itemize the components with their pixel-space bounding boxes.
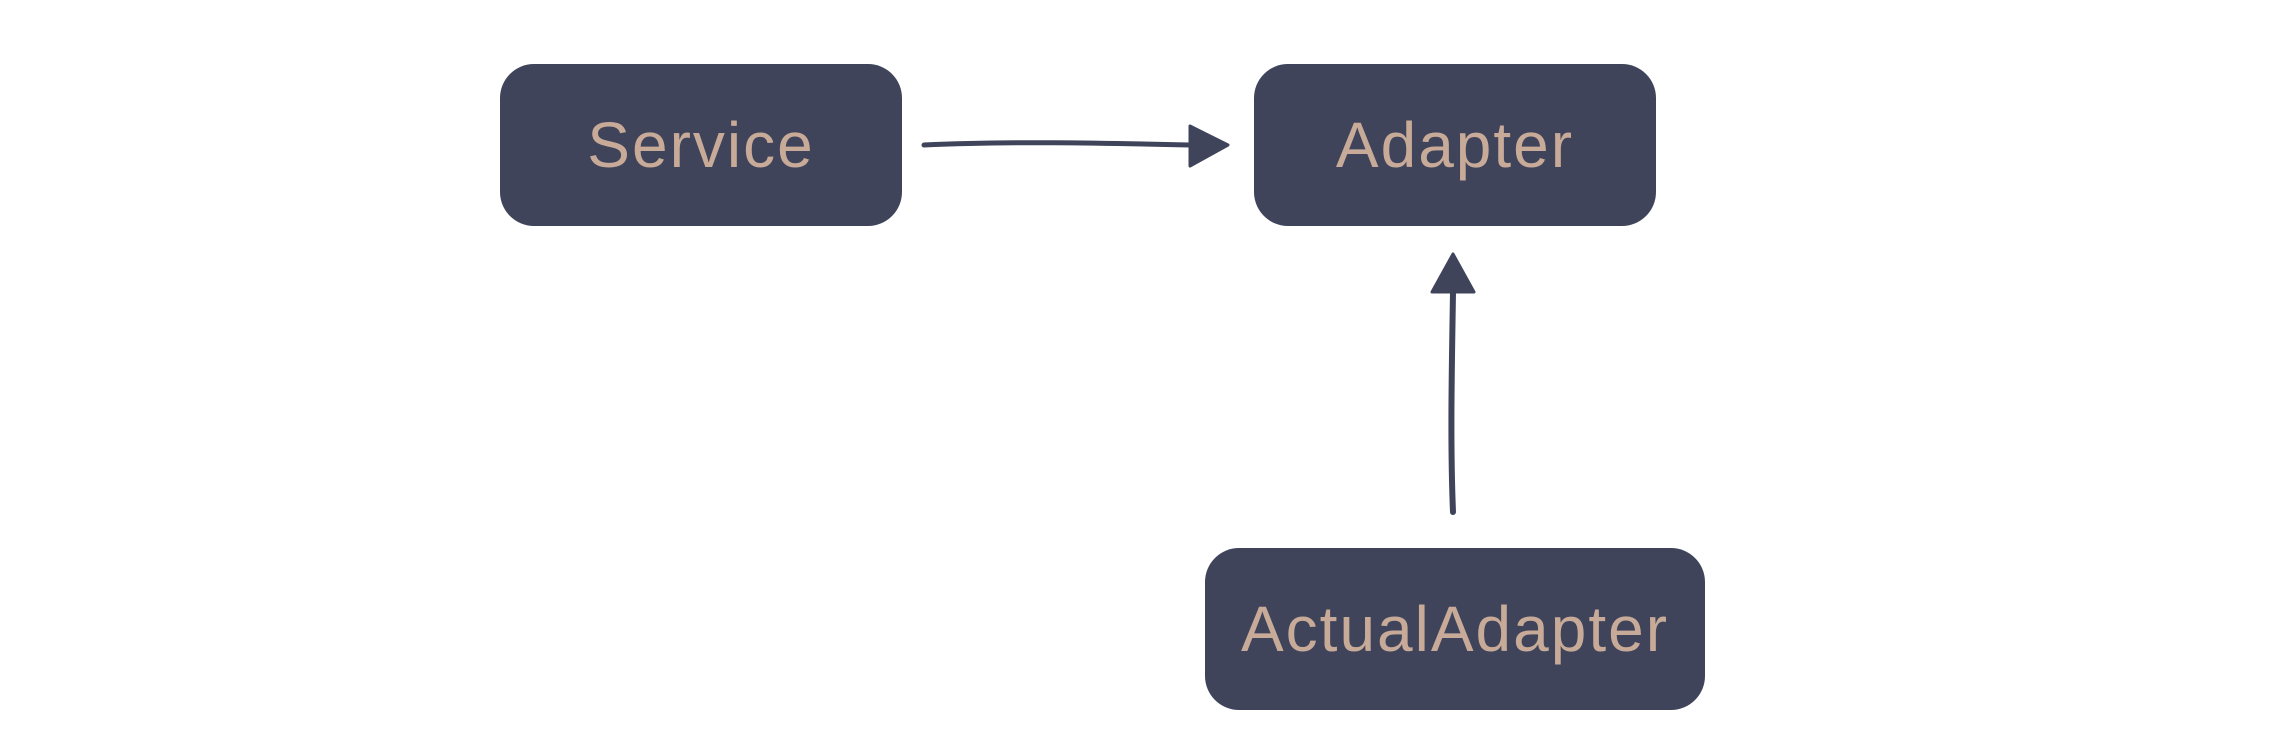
edge-service-to-adapter-line (921, 140, 1193, 148)
edge-actual-adapter-to-adapter-line (1448, 289, 1456, 515)
edge-actual-adapter-to-adapter-arrowhead (1430, 252, 1476, 294)
actual-adapter-node: ActualAdapter (1205, 548, 1705, 710)
edge-service-to-adapter-arrowhead (1188, 124, 1230, 168)
edge-actual-adapter-to-adapter (1430, 252, 1476, 515)
adapter-node-label: Adapter (1335, 109, 1575, 181)
service-node-label: Service (587, 109, 815, 181)
actual-adapter-node-label: ActualAdapter (1240, 593, 1670, 665)
service-node: Service (500, 64, 902, 226)
edge-service-to-adapter (921, 124, 1230, 168)
adapter-node: Adapter (1254, 64, 1656, 226)
